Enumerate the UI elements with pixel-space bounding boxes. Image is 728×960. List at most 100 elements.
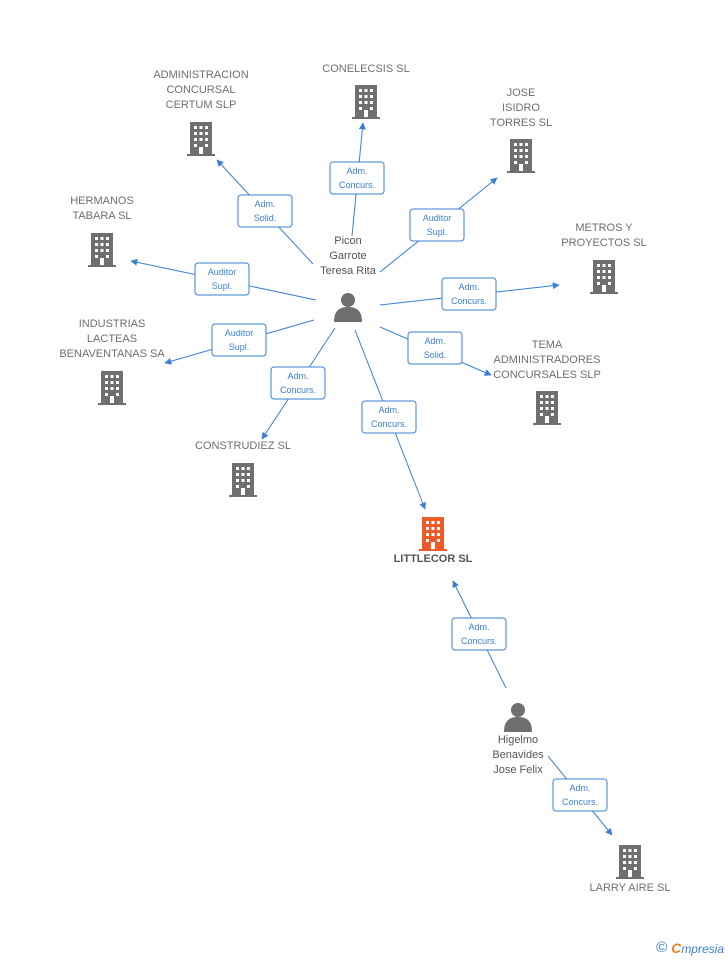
relation-label: Solid. [424, 350, 447, 360]
relation-label: Adm. [458, 282, 479, 292]
relation-label: Concurs. [461, 636, 497, 646]
company-node-industrias-lacteas[interactable]: INDUSTRIAS LACTEAS BENAVENTANAS SA [59, 318, 165, 405]
building-icon[interactable] [229, 463, 257, 497]
company-name-line[interactable]: LITTLECOR SL [394, 553, 473, 565]
relation-box[interactable] [211, 323, 267, 357]
person-icon[interactable] [504, 703, 532, 732]
edge-higelmo-to-larry-aire: Adm. Concurs. [547, 755, 613, 836]
relation-box[interactable] [407, 331, 463, 365]
relation-label: Adm. [254, 199, 275, 209]
relation-label: Solid. [254, 213, 277, 223]
company-node-larry-aire[interactable]: LARRY AIRE SL [590, 845, 671, 894]
brand-logo: Cmpresia [671, 940, 724, 956]
brand-name: mpresia [681, 941, 724, 956]
relation-label: Auditor [423, 213, 452, 223]
building-icon[interactable] [590, 260, 618, 294]
relation-label: Concurs. [280, 385, 316, 395]
company-name-line[interactable]: TEMA [532, 339, 563, 351]
company-name-line[interactable]: ADMINISTRADORES [494, 354, 601, 366]
company-name-line[interactable]: LACTEAS [87, 333, 137, 345]
edge-picon-to-tema: Adm. Solid. [379, 326, 492, 376]
relation-box[interactable] [329, 161, 385, 195]
relation-box[interactable] [270, 366, 326, 400]
building-icon[interactable] [88, 233, 116, 267]
edge-picon-to-metros-proyectos: Adm. Concurs. [379, 277, 560, 311]
building-icon[interactable] [616, 845, 644, 879]
copyright-symbol: © [656, 939, 668, 956]
relation-box[interactable] [451, 617, 507, 651]
relation-box[interactable] [409, 208, 465, 242]
company-name-line[interactable]: CONCURSAL [166, 84, 235, 96]
relation-label: Auditor [208, 267, 237, 277]
company-name-line[interactable]: INDUSTRIAS [79, 318, 146, 330]
edge-picon-to-littlecor: Adm. Concurs. [354, 329, 426, 510]
relation-box[interactable] [441, 277, 497, 311]
company-node-littlecor[interactable]: LITTLECOR SL [394, 517, 473, 565]
person-name-line[interactable]: Benavides [492, 749, 544, 761]
brand-initial: C [671, 939, 682, 956]
person-name-line[interactable]: Garrote [329, 250, 366, 262]
company-node-metros-proyectos[interactable]: METROS Y PROYECTOS SL [561, 222, 647, 294]
relation-label: Adm. [346, 166, 367, 176]
building-icon[interactable] [533, 391, 561, 425]
relation-label: Supl. [229, 342, 250, 352]
relation-label: Concurs. [562, 797, 598, 807]
edge-higelmo-to-littlecor: Adm. Concurs. [451, 580, 507, 689]
person-name-line[interactable]: Higelmo [498, 734, 538, 746]
relation-label: Adm. [287, 371, 308, 381]
nodes-layer: ADMINISTRACION CONCURSAL CERTUM SLP CONELEC… [59, 63, 670, 894]
relation-label: Concurs. [339, 180, 375, 190]
company-name-line[interactable]: PROYECTOS SL [561, 237, 646, 249]
relation-label: Adm. [378, 405, 399, 415]
company-name-line[interactable]: CONCURSALES SLP [493, 369, 601, 381]
company-name-line[interactable]: ADMINISTRACION [153, 69, 248, 81]
edge-picon-to-construdiez: Adm. Concurs. [261, 327, 336, 440]
company-name-line[interactable]: BENAVENTANAS SA [59, 348, 165, 360]
company-node-construdiez[interactable]: CONSTRUDIEZ SL [195, 440, 291, 497]
relation-label: Adm. [468, 622, 489, 632]
company-node-jose-isidro[interactable]: JOSE ISIDRO TORRES SL [490, 87, 552, 173]
relation-box[interactable] [361, 400, 417, 434]
company-name-line[interactable]: CERTUM SLP [166, 99, 237, 111]
person-icon[interactable] [334, 293, 362, 322]
relation-label: Supl. [427, 227, 448, 237]
relation-box[interactable] [194, 262, 250, 296]
relation-label: Auditor [225, 328, 254, 338]
building-icon[interactable] [98, 371, 126, 405]
company-node-hermanos-tabara[interactable]: HERMANOS TABARA SL [70, 195, 134, 267]
building-icon[interactable] [187, 122, 215, 156]
person-name-line[interactable]: Jose Felix [493, 764, 543, 776]
company-name-line[interactable]: TORRES SL [490, 117, 552, 129]
relation-box[interactable] [237, 194, 293, 228]
company-node-administracion[interactable]: ADMINISTRACION CONCURSAL CERTUM SLP [153, 69, 249, 156]
company-name-line[interactable]: HERMANOS [70, 195, 134, 207]
company-name-line[interactable]: METROS Y [575, 222, 633, 234]
company-name-line[interactable]: CONELECSIS SL [322, 63, 409, 75]
relation-label: Adm. [569, 783, 590, 793]
relation-label: Concurs. [451, 296, 487, 306]
company-name-line[interactable]: LARRY AIRE SL [590, 882, 671, 894]
company-node-conelecsis[interactable]: CONELECSIS SL [322, 63, 410, 119]
relation-box[interactable] [552, 778, 608, 812]
building-icon[interactable] [419, 517, 447, 551]
person-name-line[interactable]: Teresa Rita [320, 265, 377, 277]
company-name-line[interactable]: JOSE [507, 87, 536, 99]
relation-label: Adm. [424, 336, 445, 346]
building-icon[interactable] [507, 139, 535, 173]
company-node-tema[interactable]: TEMA ADMINISTRADORES CONCURSALES SLP [493, 339, 601, 425]
company-name-line[interactable]: ISIDRO [502, 102, 540, 114]
company-name-line[interactable]: TABARA SL [72, 210, 131, 222]
edges-layer: Adm.Solid.Adm.Concurs.AuditorSupl.Audito… [130, 122, 613, 836]
building-icon[interactable] [352, 85, 380, 119]
company-name-line[interactable]: CONSTRUDIEZ SL [195, 440, 291, 452]
edge-picon-to-conelecsis: Adm. Concurs. [329, 122, 385, 237]
relation-label: Supl. [212, 281, 233, 291]
edge-picon-to-administracion: Adm. Solid. [216, 159, 314, 265]
person-name-line[interactable]: Picon [334, 235, 362, 247]
relation-label: Concurs. [371, 419, 407, 429]
